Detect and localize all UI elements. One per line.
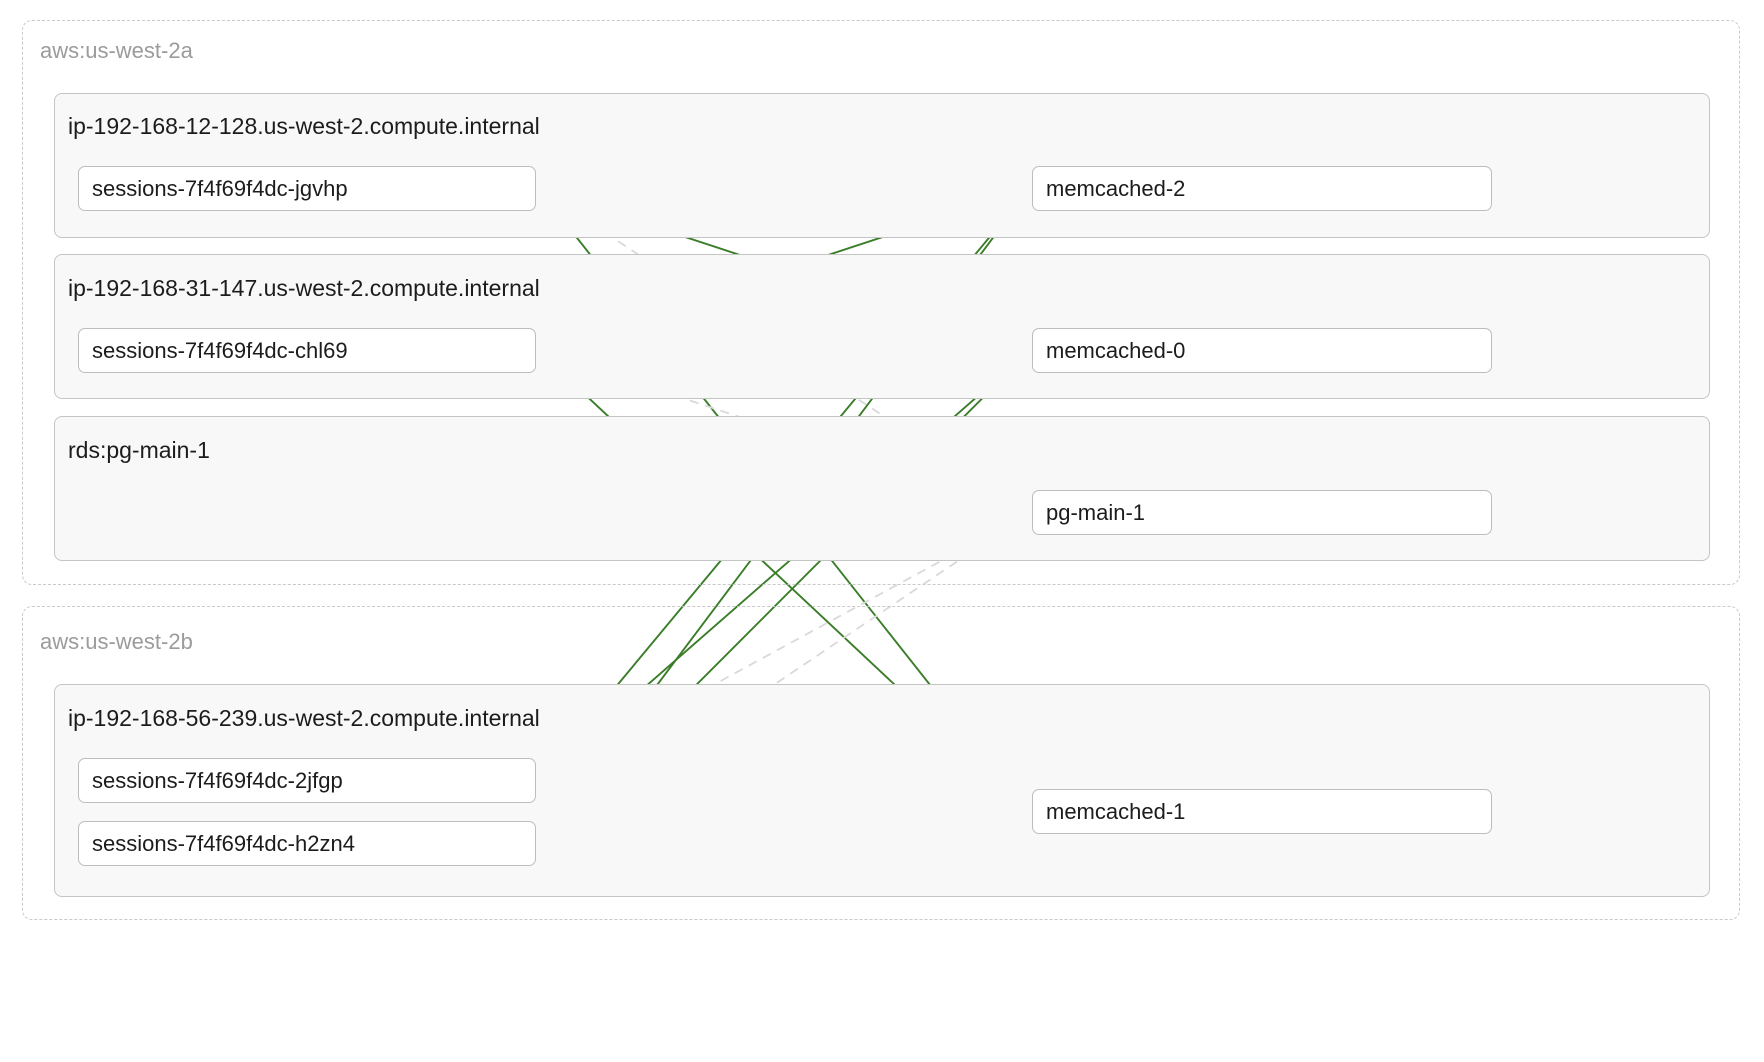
node-label: sessions-7f4f69f4dc-h2zn4 — [92, 830, 355, 856]
service-node-svc-memcached-1[interactable]: memcached-1 — [1032, 789, 1492, 834]
availability-zone-label: aws:us-west-2a — [40, 38, 193, 63]
node-label: memcached-0 — [1046, 337, 1186, 363]
availability-zone-az-b[interactable] — [22, 606, 1740, 920]
host-group-host-rds[interactable] — [54, 416, 1710, 561]
service-node-svc-memcached-0[interactable]: memcached-0 — [1032, 328, 1492, 373]
host-group-host-31-147[interactable] — [54, 254, 1710, 399]
host-group-label: rds:pg-main-1 — [68, 437, 210, 463]
host-group-label: ip-192-168-56-239.us-west-2.compute.inte… — [68, 705, 540, 731]
availability-zone-label: aws:us-west-2b — [40, 629, 193, 654]
node-label: sessions-7f4f69f4dc-jgvhp — [92, 175, 348, 201]
service-node-svc-memcached-2[interactable]: memcached-2 — [1032, 166, 1492, 211]
pod-node-pod-jgvhp[interactable]: sessions-7f4f69f4dc-jgvhp — [78, 166, 536, 211]
pod-node-pod-h2zn4[interactable]: sessions-7f4f69f4dc-h2zn4 — [78, 821, 536, 866]
host-group-label: ip-192-168-12-128.us-west-2.compute.inte… — [68, 113, 540, 139]
service-node-svc-pg-main-1[interactable]: pg-main-1 — [1032, 490, 1492, 535]
node-label: sessions-7f4f69f4dc-2jfgp — [92, 767, 343, 793]
node-label: memcached-2 — [1046, 175, 1186, 201]
host-group-label: ip-192-168-31-147.us-west-2.compute.inte… — [68, 275, 540, 301]
node-label: memcached-1 — [1046, 798, 1186, 824]
pod-node-pod-2jfgp[interactable]: sessions-7f4f69f4dc-2jfgp — [78, 758, 536, 803]
pod-node-pod-chl69[interactable]: sessions-7f4f69f4dc-chl69 — [78, 328, 536, 373]
node-label: pg-main-1 — [1046, 499, 1146, 525]
availability-zone-az-a[interactable] — [22, 20, 1740, 585]
node-label: sessions-7f4f69f4dc-chl69 — [92, 337, 348, 363]
host-group-host-12-128[interactable] — [54, 93, 1710, 238]
